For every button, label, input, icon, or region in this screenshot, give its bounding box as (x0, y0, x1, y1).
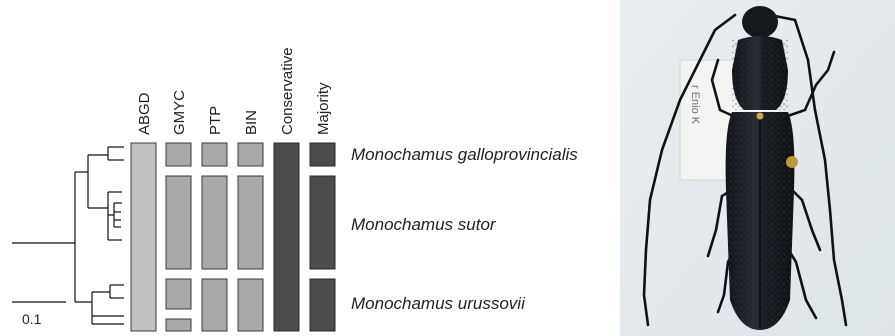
beetle-illustration: r Enio K (620, 0, 895, 336)
column-label-abgd: ABGD (137, 92, 152, 135)
ptp-bar-2 (202, 176, 227, 269)
species-label-galloprovincialis: Monochamus galloprovincialis (351, 145, 578, 165)
phylogenetic-tree (12, 147, 124, 324)
column-label-majority: Majority (316, 82, 331, 135)
conservative-bar (274, 143, 299, 331)
majority-bar-1 (310, 143, 335, 166)
column-label-bin: BIN (244, 110, 259, 135)
gmyc-bar-3 (166, 279, 191, 309)
column-label-gmyc: GMYC (172, 90, 187, 135)
ptp-bar-3 (202, 279, 227, 331)
gmyc-bar-2 (166, 176, 191, 269)
abgd-bar (131, 143, 156, 331)
scale-bar-label: 0.1 (22, 311, 41, 327)
phylogenetic-tree-panel (0, 0, 620, 336)
gmyc-bar-1 (166, 143, 191, 166)
column-label-conservative: Conservative (280, 47, 295, 135)
bin-bar-2 (238, 176, 263, 269)
beetle-specimen-photo: r Enio K (620, 0, 895, 336)
species-label-sutor: Monochamus sutor (351, 215, 496, 235)
column-label-ptp: PTP (208, 106, 223, 135)
bin-bar-1 (238, 143, 263, 166)
species-label-urussovii: Monochamus urussovii (351, 294, 525, 314)
gmyc-bar-4 (166, 319, 191, 331)
specimen-label-text: r Enio K (689, 85, 701, 125)
bin-bar-3 (238, 279, 263, 331)
majority-bar-2 (310, 176, 335, 269)
majority-bar-3 (310, 279, 335, 331)
ptp-bar-1 (202, 143, 227, 166)
